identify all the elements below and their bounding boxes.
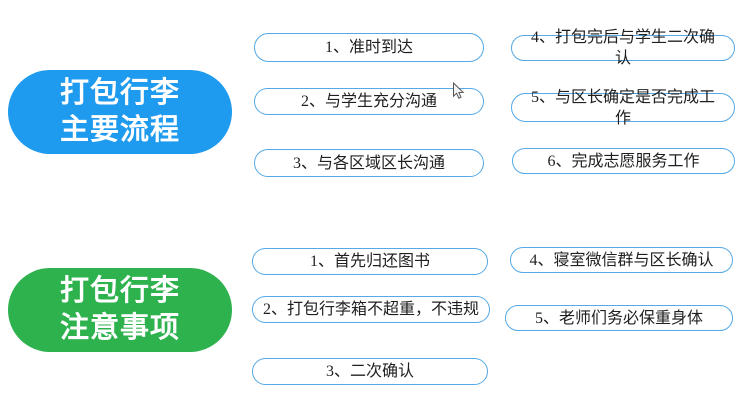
main-process-title-pill[interactable]: 打包行李 主要流程 (8, 70, 232, 154)
mouse-cursor-icon (453, 82, 465, 99)
note-item-4[interactable]: 4、寝室微信群与区长确认 (510, 247, 733, 273)
process-step-4-label: 4、打包完后与学生二次确 认 (530, 29, 715, 67)
note-item-5-label: 5、老师们务必保重身体 (534, 309, 703, 327)
process-step-1-label: 1、准时到达 (324, 39, 413, 56)
notes-title-pill[interactable]: 打包行李 注意事项 (8, 268, 232, 352)
note-item-1[interactable]: 1、首先归还图书 (252, 248, 488, 275)
process-step-1[interactable]: 1、准时到达 (254, 33, 484, 62)
main-process-title: 打包行李 主要流程 (59, 77, 180, 146)
process-step-3-label: 3、与各区域区长沟通 (292, 154, 445, 172)
process-step-6-label: 6、完成志愿服务工作 (547, 152, 700, 170)
note-item-3[interactable]: 3、二次确认 (252, 358, 488, 385)
note-item-4-label: 4、寝室微信群与区长确认 (529, 251, 714, 269)
process-step-2-label: 2、与学生充分沟通 (300, 93, 437, 110)
note-item-3-label: 3、二次确认 (325, 363, 414, 380)
note-item-1-label: 1、首先归还图书 (309, 253, 430, 270)
process-step-2[interactable]: 2、与学生充分沟通 (254, 88, 484, 115)
process-step-4[interactable]: 4、打包完后与学生二次确 认 (511, 29, 735, 67)
process-step-5[interactable]: 5、与区长确定是否完成工 作 (511, 89, 735, 127)
note-item-5[interactable]: 5、老师们务必保重身体 (505, 305, 733, 331)
process-step-6[interactable]: 6、完成志愿服务工作 (512, 148, 735, 174)
process-step-3[interactable]: 3、与各区域区长沟通 (254, 149, 484, 177)
notes-title: 打包行李 注意事项 (59, 275, 180, 344)
process-step-5-label: 5、与区长确定是否完成工 作 (530, 88, 715, 127)
note-item-2[interactable]: 2、打包行李箱不超重，不违规 (252, 296, 490, 323)
note-item-2-label: 2、打包行李箱不超重，不违规 (262, 301, 479, 318)
